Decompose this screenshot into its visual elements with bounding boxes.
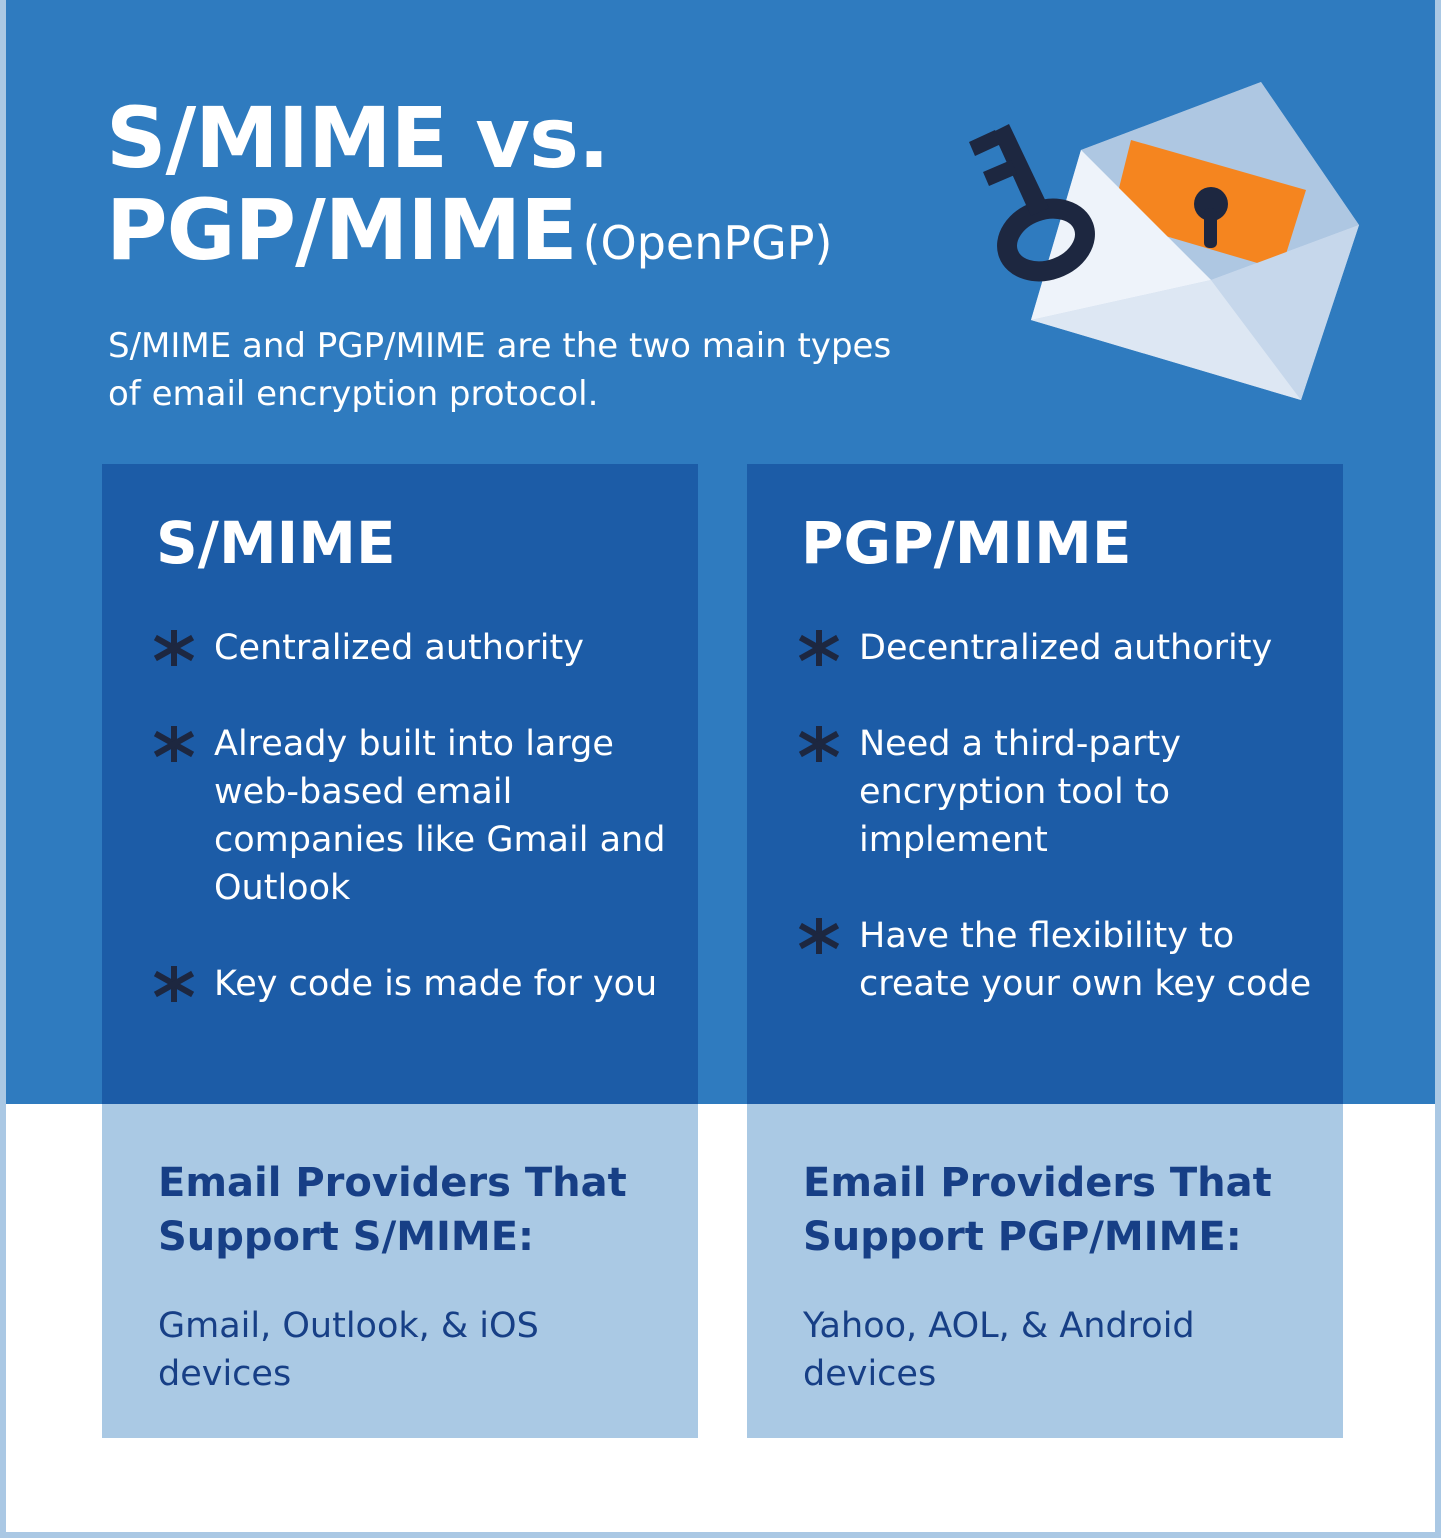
pgp-card-providers: Email Providers That Support PGP/MIME: Y…	[747, 1104, 1343, 1438]
asterisk-bullet-icon	[799, 630, 839, 666]
smime-feature-list: Centralized authority Already built into…	[154, 624, 674, 1056]
pgp-card-title: PGP/MIME	[801, 509, 1132, 577]
envelope-icon	[1031, 82, 1359, 400]
key-icon	[969, 124, 1095, 282]
pgp-bullet-text: Have the flexibility to create your own …	[859, 916, 1312, 1004]
pgp-providers-title: Email Providers That Support PGP/MIME:	[803, 1160, 1272, 1260]
asterisk-bullet-icon	[799, 918, 839, 954]
pgp-bullet-text: Decentralized authority	[859, 628, 1273, 668]
title-line-2-main: PGP/MIME	[106, 181, 578, 279]
pgp-bullet-text: Need a third-party encryption tool to im…	[859, 724, 1181, 860]
smime-card: S/MIME Centralized authority Already bui…	[102, 464, 698, 1438]
smime-bullet-text: Key code is made for you	[214, 964, 658, 1004]
smime-card-providers: Email Providers That Support S/MIME: Gma…	[102, 1104, 698, 1438]
envelope-key-illustration	[969, 82, 1359, 400]
page-title: S/MIME vs. PGP/MIME(OpenPGP)	[106, 92, 832, 289]
pgp-card: PGP/MIME Decentralized authority Need a …	[747, 464, 1343, 1438]
smime-providers-list: Gmail, Outlook, & iOS devices	[158, 1306, 539, 1394]
list-item: Centralized authority	[154, 624, 674, 672]
list-item: Have the flexibility to create your own …	[799, 912, 1319, 1008]
title-line-1: S/MIME vs.	[106, 89, 610, 187]
smime-bullet-text: Centralized authority	[214, 628, 584, 668]
intro-text: S/MIME and PGP/MIME are the two main typ…	[108, 326, 892, 414]
list-item: Already built into large web-based email…	[154, 720, 674, 912]
smime-card-features: S/MIME Centralized authority Already bui…	[102, 464, 698, 1104]
smime-card-title: S/MIME	[156, 509, 396, 577]
list-item: Key code is made for you	[154, 960, 674, 1008]
asterisk-bullet-icon	[154, 966, 194, 1002]
title-subtitle: (OpenPGP)	[582, 216, 833, 270]
padlock-icon	[1194, 187, 1228, 248]
list-item: Need a third-party encryption tool to im…	[799, 720, 1319, 864]
pgp-providers-list: Yahoo, AOL, & Android devices	[803, 1306, 1195, 1394]
asterisk-bullet-icon	[154, 726, 194, 762]
title-line-2: PGP/MIME(OpenPGP)	[106, 184, 832, 289]
smime-bullet-text: Already built into large web-based email…	[214, 724, 666, 908]
list-item: Decentralized authority	[799, 624, 1319, 672]
asterisk-bullet-icon	[154, 630, 194, 666]
pgp-card-features: PGP/MIME Decentralized authority Need a …	[747, 464, 1343, 1104]
asterisk-bullet-icon	[799, 726, 839, 762]
pgp-feature-list: Decentralized authority Need a third-par…	[799, 624, 1319, 1056]
smime-providers-title: Email Providers That Support S/MIME:	[158, 1160, 627, 1260]
